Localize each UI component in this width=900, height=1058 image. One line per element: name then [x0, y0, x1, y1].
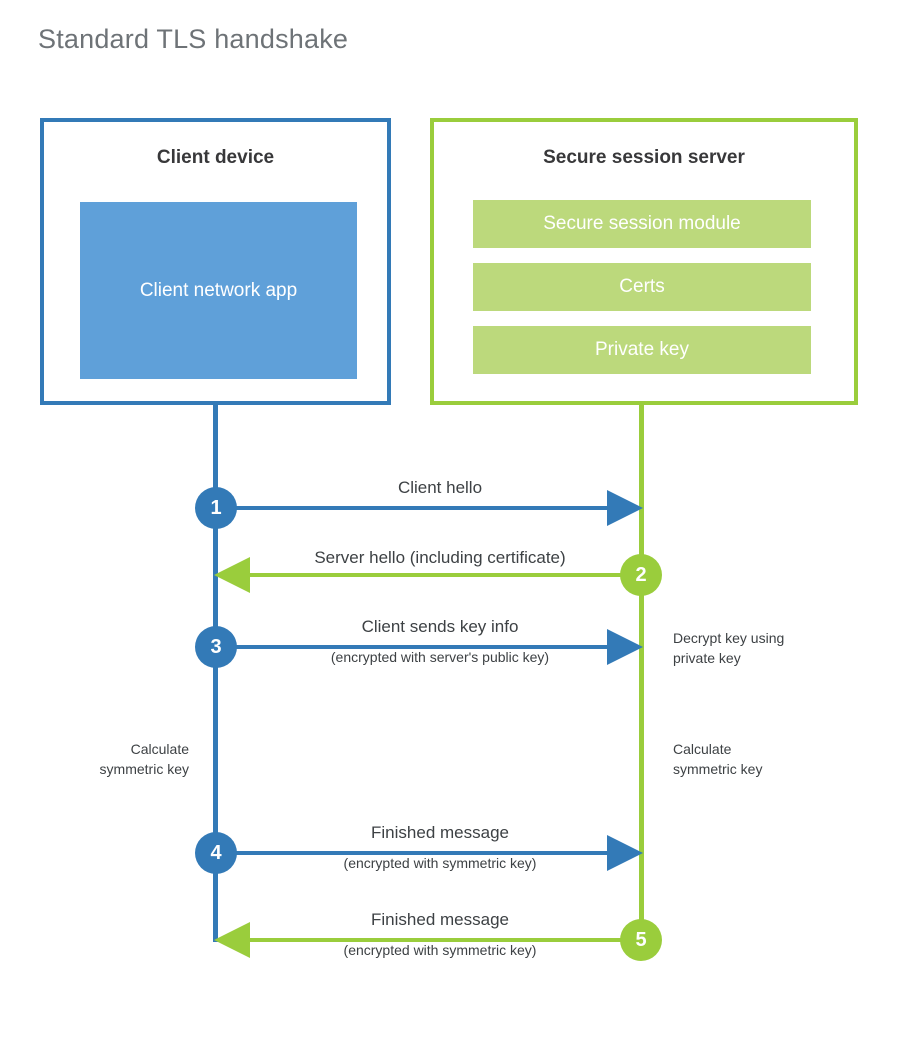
- message-secondary-4: (encrypted with symmetric key): [343, 855, 537, 872]
- message-label-5: Finished message (encrypted with symmetr…: [228, 910, 652, 959]
- message-primary-2: Server hello (including certificate): [314, 548, 566, 567]
- step-badge-1[interactable]: 1: [195, 487, 237, 529]
- page-title: Standard TLS handshake: [38, 24, 349, 54]
- message-label-1: Client hello: [228, 478, 652, 498]
- secure-session-server-box: Secure session server Secure session mod…: [430, 118, 858, 405]
- client-network-app-block: Client network app: [80, 202, 357, 379]
- message-secondary-3: (encrypted with server's public key): [330, 649, 550, 666]
- secure-session-server-title: Secure session server: [543, 147, 745, 168]
- client-lifeline: [213, 401, 218, 942]
- client-device-box: Client device Client network app: [40, 118, 391, 405]
- server-bar-secure-session-module: Secure session module: [473, 200, 811, 248]
- message-label-4: Finished message (encrypted with symmetr…: [228, 823, 652, 872]
- step-badge-2[interactable]: 2: [620, 554, 662, 596]
- server-bar-certs: Certs: [473, 263, 811, 311]
- message-label-2: Server hello (including certificate): [228, 548, 652, 568]
- annotation-server-calculate-symmetric-key: Calculate symmetric key: [673, 741, 763, 778]
- step-badge-5[interactable]: 5: [620, 919, 662, 961]
- message-primary-5: Finished message: [371, 910, 509, 929]
- message-primary-4: Finished message: [371, 823, 509, 842]
- server-lifeline: [639, 401, 644, 942]
- message-secondary-5: (encrypted with symmetric key): [343, 942, 537, 959]
- annotation-decrypt-key: Decrypt key using private key: [673, 630, 785, 667]
- message-primary-3: Client sends key info: [361, 617, 519, 636]
- client-device-title: Client device: [156, 147, 275, 168]
- step-badge-3[interactable]: 3: [195, 626, 237, 668]
- message-label-3: Client sends key info (encrypted with se…: [228, 617, 652, 666]
- annotation-client-calculate-symmetric-key: Calculate symmetric key: [99, 741, 189, 778]
- message-primary-1: Client hello: [397, 478, 483, 497]
- step-badge-4[interactable]: 4: [195, 832, 237, 874]
- server-bar-private-key: Private key: [473, 326, 811, 374]
